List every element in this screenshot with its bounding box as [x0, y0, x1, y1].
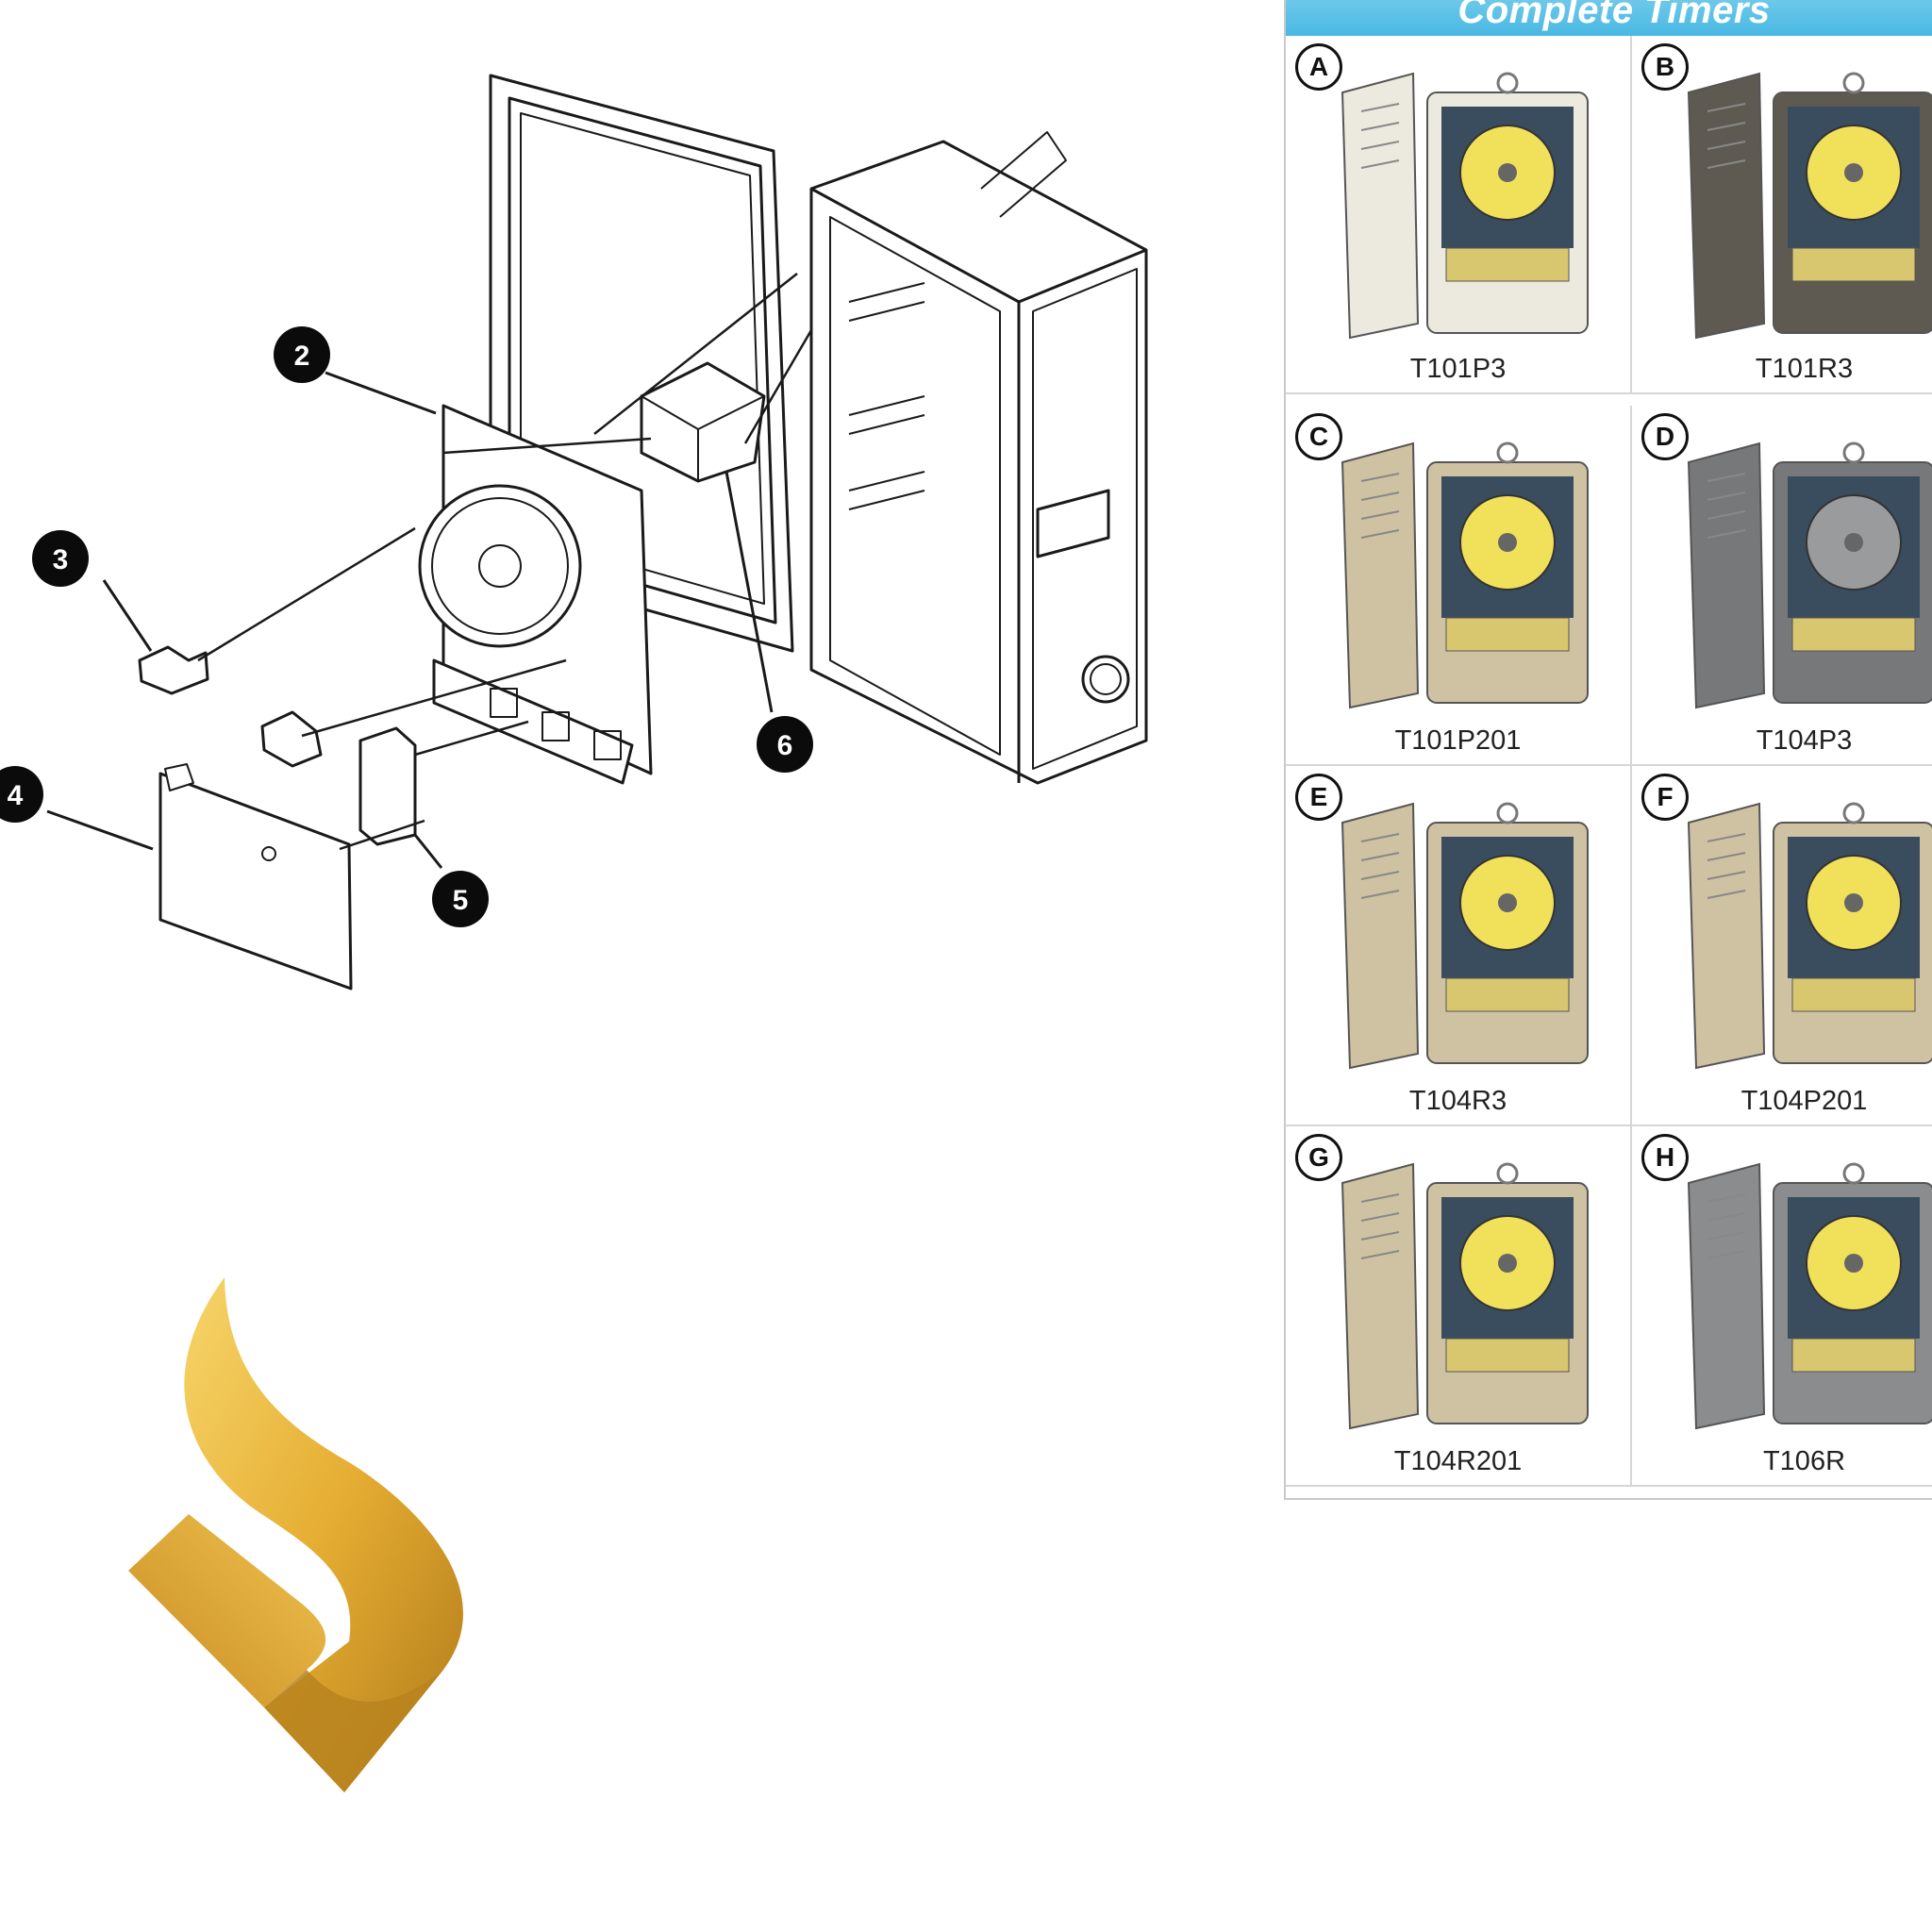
timer-enclosure-photo: [1341, 441, 1589, 709]
timer-card: F T104P201: [1632, 766, 1932, 1126]
model-label: T101R3: [1755, 354, 1854, 384]
callout-2: 2: [274, 326, 330, 383]
trip-clip: [138, 645, 209, 695]
timer-card: C T101P201: [1286, 406, 1632, 766]
item-letter-badge: H: [1641, 1134, 1689, 1181]
timer-card: H T106R: [1632, 1126, 1932, 1487]
timer-card: E T104R3: [1286, 766, 1632, 1126]
timer-enclosure-photo: [1687, 72, 1932, 340]
timer-card: D T104P3: [1632, 406, 1932, 766]
item-letter-badge: A: [1295, 43, 1342, 91]
item-letter-badge: F: [1641, 774, 1689, 821]
enclosure-box: [809, 131, 1148, 785]
item-letter-badge: D: [1641, 413, 1689, 460]
timer-card: A T101P3: [1286, 36, 1632, 394]
item-letter-badge: B: [1641, 43, 1689, 91]
svg-text:5: 5: [453, 885, 469, 916]
item-letter-badge: G: [1295, 1134, 1342, 1181]
svg-text:4: 4: [8, 780, 24, 811]
timer-card: B T101R3: [1632, 36, 1932, 394]
timer-enclosure-photo: [1687, 802, 1932, 1070]
timer-enclosure-photo: [1687, 441, 1932, 709]
callout-arrows: [46, 371, 774, 869]
model-label: T104P201: [1740, 1086, 1868, 1116]
model-label: T106R: [1762, 1446, 1846, 1476]
svg-text:2: 2: [294, 341, 310, 372]
insulator-cover: [158, 763, 353, 991]
timer-card: G T104R201: [1286, 1126, 1632, 1487]
svg-text:3: 3: [53, 544, 69, 575]
motor: [640, 361, 766, 483]
leader-lines: [197, 273, 813, 851]
gold-logo-mark: [128, 1277, 463, 1792]
timer-enclosure-photo: [1687, 1162, 1932, 1430]
callout-4: 4: [0, 766, 43, 823]
timer-enclosure-photo: [1341, 1162, 1589, 1430]
model-label: T104R201: [1393, 1446, 1523, 1476]
callout-5: 5: [432, 871, 489, 927]
model-label: T104P3: [1756, 725, 1853, 756]
timer-enclosure-photo: [1341, 72, 1589, 340]
callout-6: 6: [757, 716, 813, 773]
model-label: T104R3: [1408, 1086, 1507, 1116]
model-label: T101P201: [1394, 725, 1522, 756]
item-letter-badge: C: [1295, 413, 1342, 460]
svg-text:6: 6: [777, 730, 793, 761]
trip-clip-2: [260, 710, 323, 768]
model-label: T101P3: [1409, 354, 1507, 384]
exploded-parts-diagram: 2 3 4 5 6: [0, 74, 1148, 991]
timer-enclosure-photo: [1341, 802, 1589, 1070]
item-letter-badge: E: [1295, 774, 1342, 821]
callout-3: 3: [32, 530, 89, 587]
